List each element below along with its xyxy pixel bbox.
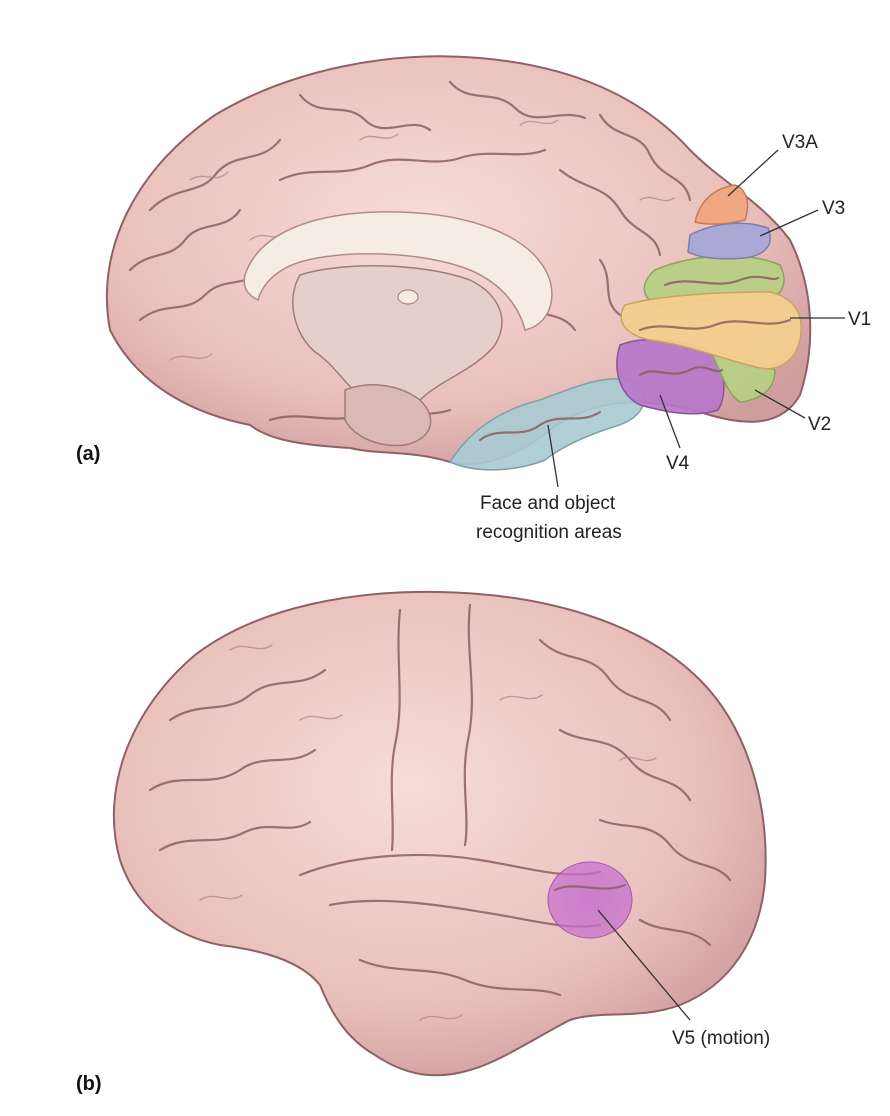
v3a-area: [694, 184, 749, 225]
v5-area: [547, 861, 633, 939]
panel-a-leaders: [547, 149, 845, 488]
face-leader: [547, 424, 559, 488]
face-object-label-line2: recognition areas: [476, 522, 622, 543]
v3a-leader: [727, 149, 779, 197]
v1-label: V1: [848, 309, 871, 330]
corpus-callosum: [243, 211, 553, 331]
v3-label: V3: [822, 198, 845, 219]
v5-label: V5 (motion): [672, 1028, 770, 1049]
v5-leader: [597, 909, 691, 1021]
cerebellum-edge: [344, 384, 432, 447]
panel-b-label: (b): [76, 1073, 102, 1095]
thalamus: [292, 265, 503, 407]
v4-label: V4: [666, 453, 690, 474]
v4-leader: [659, 394, 681, 449]
panel-b: V5 (motion) (b): [76, 590, 770, 1095]
lateral-hemisphere: [112, 590, 767, 1077]
panel-a-label: (a): [76, 443, 100, 465]
v3-leader: [759, 209, 819, 237]
v3a-label: V3A: [782, 132, 818, 153]
v2-label: V2: [808, 414, 831, 435]
panel-a: V3A V3 V1 V2 V4 Face and object recognit…: [76, 55, 871, 543]
visual-areas-medial: [448, 184, 802, 471]
thalamus-center: [397, 289, 419, 305]
face-object-label-line1: Face and object: [480, 493, 616, 514]
v1-area: [620, 291, 802, 370]
v2-leader: [754, 389, 806, 419]
lateral-gyri: [148, 603, 732, 1021]
